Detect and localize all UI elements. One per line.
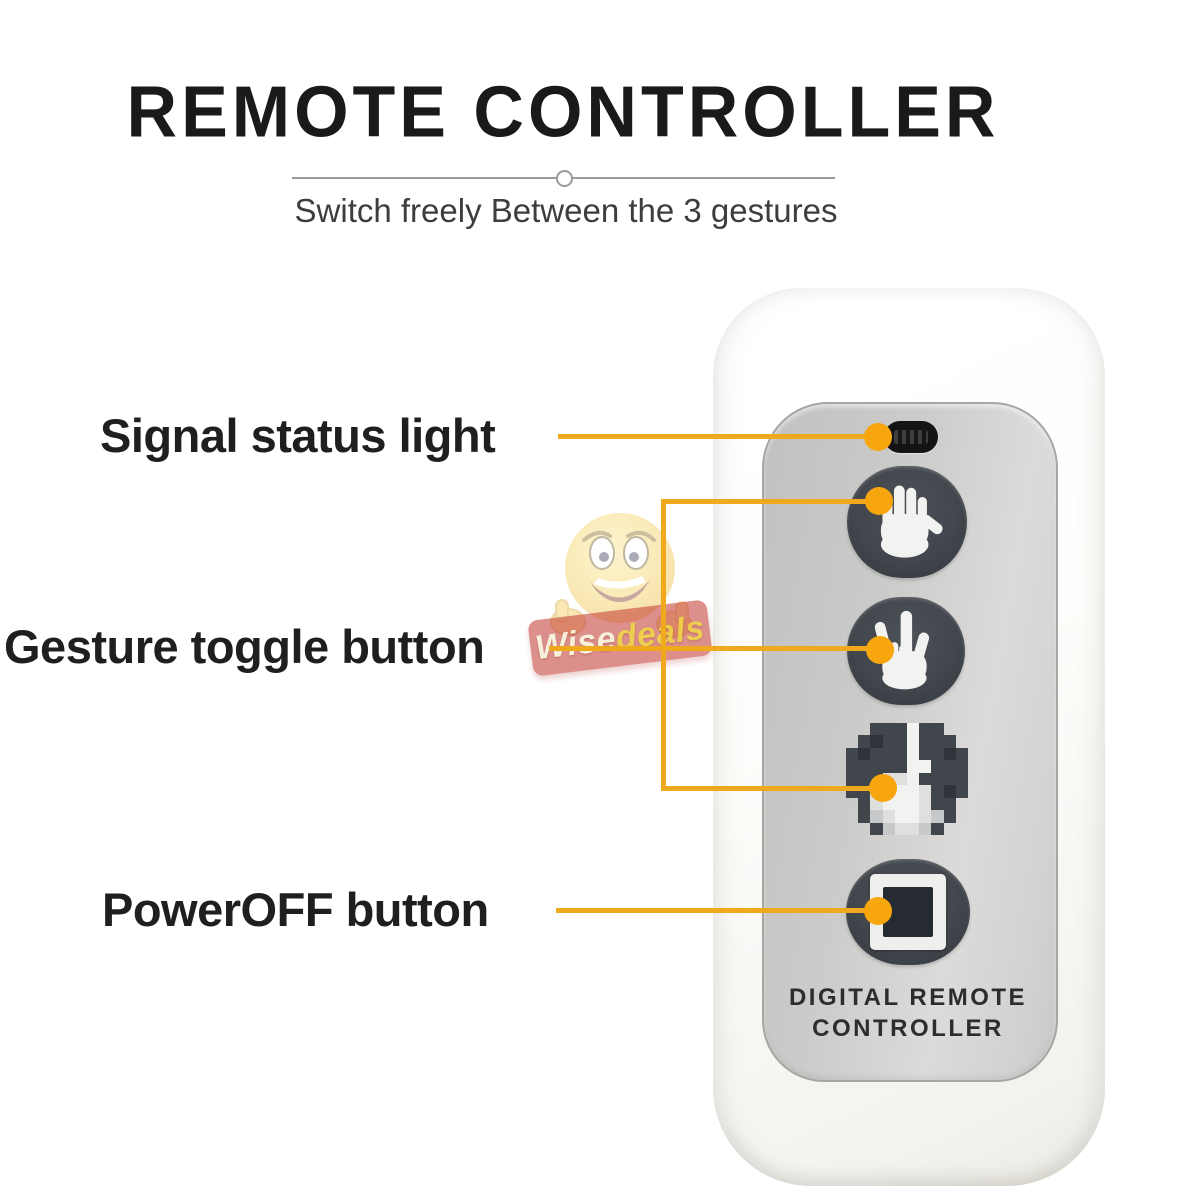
palm-gesture-button (847, 466, 967, 578)
signal-status-light (884, 421, 938, 453)
gesture-bracket-vertical (661, 499, 666, 791)
remote-body-glare (740, 300, 1080, 410)
rock-hand-icon (861, 606, 951, 697)
palm-hand-icon (861, 475, 953, 570)
pixelated-gesture-button (846, 723, 968, 835)
power-pointer-dot (864, 897, 892, 925)
divider-ornament (556, 170, 573, 187)
signal-light-glow (894, 430, 928, 444)
brand-text-line1: DIGITAL REMOTE (788, 984, 1028, 1011)
page-subtitle: Switch freely Between the 3 gestures (294, 192, 838, 229)
gesture-bracket-top-dot (865, 487, 893, 515)
power-pointer-line (556, 908, 878, 913)
gesture-pointer-line (549, 646, 880, 651)
signal-pointer-dot (864, 423, 892, 451)
gesture-bracket-bottom-dot (869, 774, 897, 802)
gesture-bracket-bottom-line (661, 786, 883, 791)
gesture-bracket-top-line (661, 499, 879, 504)
label-gesture-toggle-button: Gesture toggle button (4, 620, 485, 673)
point-gesture-button (847, 597, 965, 705)
label-signal-status-light: Signal status light (100, 409, 496, 462)
gesture-pointer-dot (866, 636, 894, 664)
label-poweroff-button: PowerOFF button (102, 883, 489, 936)
watermark-text: Wisedeals (532, 608, 707, 667)
brand-text-line2: CONTROLLER (812, 1015, 1004, 1042)
watermark: Wisedeals (527, 498, 723, 708)
page-title: REMOTE CONTROLLER (126, 71, 1000, 153)
signal-pointer-line (558, 434, 878, 439)
